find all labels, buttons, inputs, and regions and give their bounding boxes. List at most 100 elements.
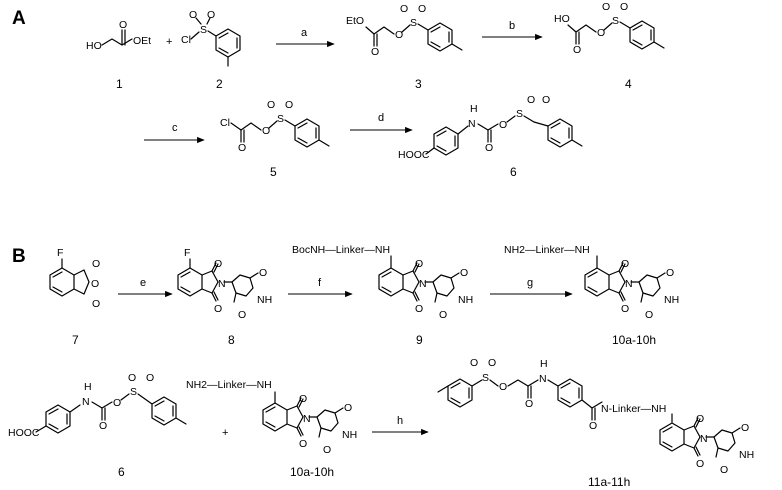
compound-4: HO O O S O O [554,1,665,56]
svg-text:O: O [542,94,550,106]
svg-text:O: O [214,303,222,315]
svg-text:O: O [602,1,610,13]
compound-number-11: 11a-11h [588,475,630,489]
svg-text:O: O [460,267,468,279]
svg-text:NH: NH [458,294,473,306]
compound-number-8: 8 [228,333,235,347]
svg-text:O: O [285,99,293,111]
reagent-a: a [301,27,308,39]
svg-text:O: O [696,458,704,470]
svg-text:S: S [612,15,619,27]
svg-text:N: N [419,278,427,290]
compound-11a-11h: S O O O O H N O N-Linker—NH O O N O O NH [437,357,754,476]
compound-9: BocNH—Linker—NH O O N O O NH [292,244,473,321]
reagent-h: h [397,415,403,427]
compound-number-2: 2 [216,77,223,91]
svg-text:O: O [189,9,197,21]
svg-text:O: O [344,402,352,414]
svg-text:O: O [238,309,246,321]
svg-text:O: O [418,3,426,15]
svg-text:H: H [540,358,548,370]
svg-text:S: S [516,108,523,120]
svg-text:N-Linker—NH: N-Linker—NH [601,403,666,415]
svg-text:Cl: Cl [220,117,230,129]
panel-label-b: B [12,246,26,267]
svg-text:NH: NH [257,294,272,306]
svg-text:O: O [620,1,628,13]
svg-text:O: O [128,372,136,384]
svg-text:O: O [92,298,100,310]
reagent-e: e [140,277,146,289]
svg-text:S: S [482,372,489,384]
compound-number-9: 9 [416,333,423,347]
svg-text:O: O [207,9,215,21]
svg-text:O: O [589,420,597,432]
svg-text:HOOC: HOOC [398,149,430,161]
svg-text:O: O [323,444,331,456]
svg-text:O: O [113,397,121,409]
svg-text:O: O [621,258,629,270]
svg-text:N: N [539,373,547,385]
compound-number-7: 7 [72,333,79,347]
svg-text:O: O [499,119,507,131]
svg-text:O: O [485,142,493,154]
svg-text:O: O [214,258,222,270]
reagent-b: b [509,20,515,32]
svg-text:F: F [184,247,190,259]
compound-8: F O O N O O NH [177,247,272,321]
svg-text:O: O [621,303,629,315]
plus-sign: + [166,36,172,48]
reagent-f: f [318,277,322,289]
svg-text:O: O [91,278,99,290]
svg-text:EtO: EtO [346,15,364,27]
svg-text:N: N [82,396,90,408]
svg-text:N: N [303,413,311,425]
svg-text:S: S [130,386,137,398]
reagent-g: g [527,277,533,289]
svg-text:N: N [468,118,476,130]
svg-text:O: O [696,413,704,425]
svg-text:O: O [299,393,307,405]
svg-text:O: O [439,309,447,321]
svg-text:O: O [99,420,107,432]
compound-number-6-reactant: 6 [118,465,125,479]
svg-text:N: N [625,278,633,290]
svg-text:NH2—Linker—NH: NH2—Linker—NH [186,379,272,391]
svg-text:O: O [666,267,674,279]
svg-text:OEt: OEt [133,35,151,47]
reagent-c: c [172,122,178,134]
svg-text:O: O [741,422,749,434]
svg-text:O: O [395,29,403,41]
svg-text:S: S [410,17,417,29]
compound-10a-10h-reactant: NH2—Linker—NH O O N O O NH [186,379,357,456]
svg-text:O: O [645,309,653,321]
panel-label-a: A [12,8,26,29]
compound-6: HOOC H N O O S O O [398,94,583,161]
compound-number-6: 6 [510,165,517,179]
svg-text:O: O [92,258,100,270]
compound-number-5: 5 [270,165,277,179]
svg-text:O: O [415,303,423,315]
svg-text:O: O [119,19,127,31]
svg-text:O: O [238,142,246,154]
compound-number-1: 1 [116,77,123,91]
svg-text:O: O [267,99,275,111]
svg-text:O: O [488,357,496,369]
compound-number-10: 10a-10h [612,333,656,347]
compound-3: EtO O O S O O [346,3,463,58]
svg-text:O: O [470,357,478,369]
svg-text:O: O [597,27,605,39]
svg-text:BocNH—Linker—NH: BocNH—Linker—NH [292,244,390,256]
svg-text:O: O [299,438,307,450]
svg-text:F: F [57,247,63,259]
svg-text:HO: HO [554,13,570,25]
compound-2: Cl S O O [181,9,241,67]
svg-text:O: O [499,381,507,393]
svg-text:O: O [146,372,154,384]
plus-sign-2: + [222,427,228,439]
svg-text:Cl: Cl [181,34,191,46]
svg-text:H: H [470,103,478,115]
compound-number-4: 4 [625,77,632,91]
svg-text:O: O [573,44,581,56]
